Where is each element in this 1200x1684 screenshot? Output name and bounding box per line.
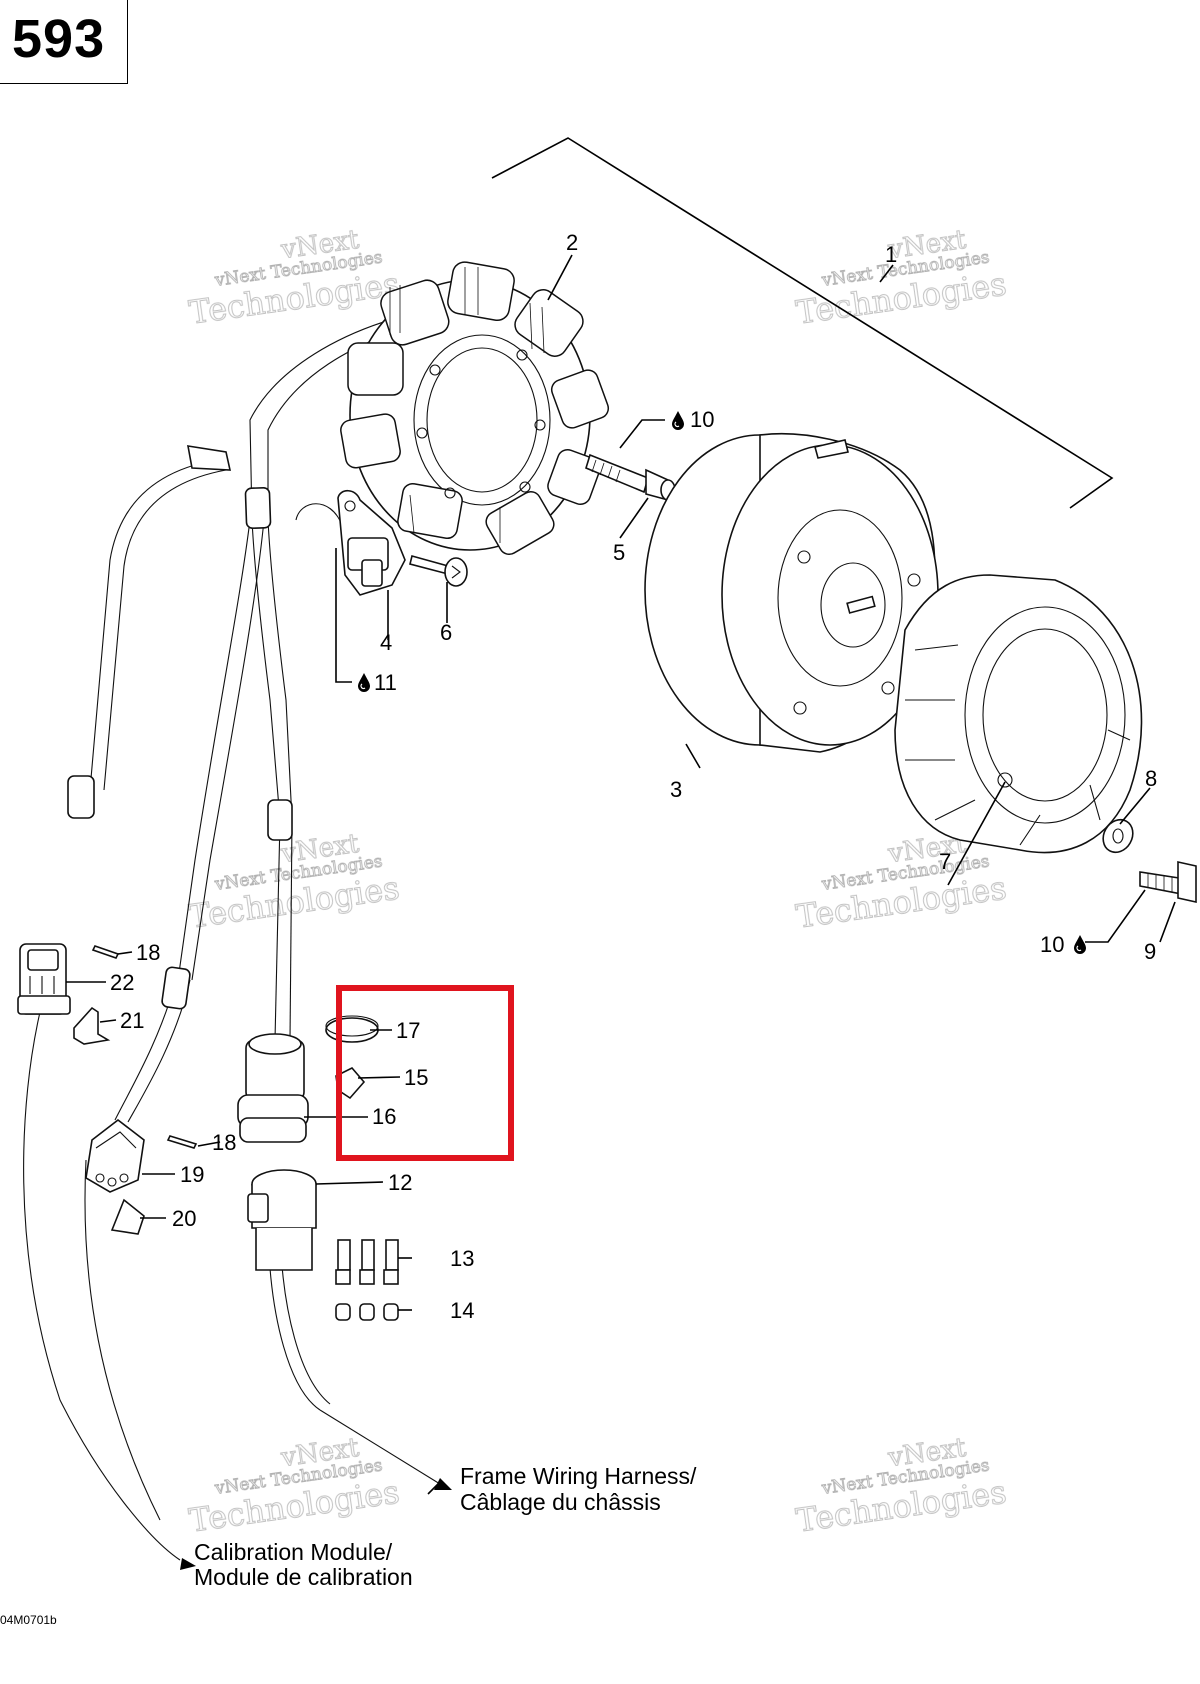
washer	[1102, 818, 1134, 854]
drop-icon	[1073, 934, 1087, 955]
frame-harness-label-fr: Câblage du châssis	[460, 1489, 661, 1515]
connector-22	[17, 943, 71, 1015]
callout-14: 14	[450, 1298, 474, 1323]
callout-10: 10	[690, 407, 714, 432]
callout-labels: 2 1 10 5 6 4 11 3 8 7 10 9 18 22 21 17 1…	[110, 230, 1157, 1323]
trigger-coil	[337, 489, 406, 596]
drop-icon	[357, 672, 371, 693]
callout-20: 20	[172, 1206, 196, 1231]
connector-12	[247, 1169, 317, 1271]
terminal-pin	[166, 1135, 198, 1149]
callout-22: 22	[110, 970, 134, 995]
callout-6: 6	[440, 620, 452, 645]
figure-reference: 04M0701b	[0, 1613, 57, 1627]
callout-8: 8	[1145, 766, 1157, 791]
callout-3: 3	[670, 777, 682, 802]
seals-14	[335, 1303, 399, 1321]
arrow-icon	[180, 1558, 196, 1570]
callout-18: 18	[136, 940, 160, 965]
callout-4: 4	[380, 630, 392, 655]
page-number: 593	[12, 9, 106, 69]
ring-gear	[894, 574, 1143, 854]
frame-harness-label-en: Frame Wiring Harness/	[460, 1463, 697, 1489]
wire-harness	[23, 311, 434, 1561]
connector-19	[85, 1118, 145, 1193]
leader-lines	[66, 254, 1176, 1495]
callout-11: 11	[374, 670, 397, 695]
triangular-bracket	[110, 1198, 145, 1235]
calibration-label-fr: Module de calibration	[194, 1564, 413, 1590]
callout-12: 12	[388, 1170, 412, 1195]
callout-5: 5	[613, 540, 625, 565]
arrow-icon	[434, 1478, 452, 1490]
callout-1: 1	[885, 242, 897, 267]
terminals-13	[335, 1239, 399, 1285]
callout-19: 19	[180, 1162, 204, 1187]
callout-13: 13	[450, 1246, 474, 1271]
stator	[340, 261, 610, 556]
callout-9: 9	[1144, 939, 1156, 964]
callout-21: 21	[120, 1008, 144, 1033]
drop-icon	[671, 410, 685, 431]
terminal-pin	[91, 945, 120, 959]
connector-16	[237, 1033, 309, 1143]
callout-16: 16	[372, 1104, 396, 1129]
calibration-label-en: Calibration Module/	[194, 1539, 393, 1565]
screw	[409, 555, 468, 587]
mounting-clip	[73, 1006, 111, 1045]
callout-7: 7	[939, 849, 951, 874]
hex-bolt	[1139, 861, 1197, 903]
callout-10: 10	[1040, 932, 1064, 957]
callout-15: 15	[404, 1065, 428, 1090]
assembly-bracket	[491, 137, 1114, 509]
callout-18: 18	[212, 1130, 236, 1155]
rotor	[644, 432, 939, 753]
bolt	[585, 453, 677, 501]
highlight-box	[336, 985, 514, 1161]
page-number-box: 593	[0, 0, 128, 84]
callout-17: 17	[396, 1018, 420, 1043]
callout-2: 2	[566, 230, 578, 255]
